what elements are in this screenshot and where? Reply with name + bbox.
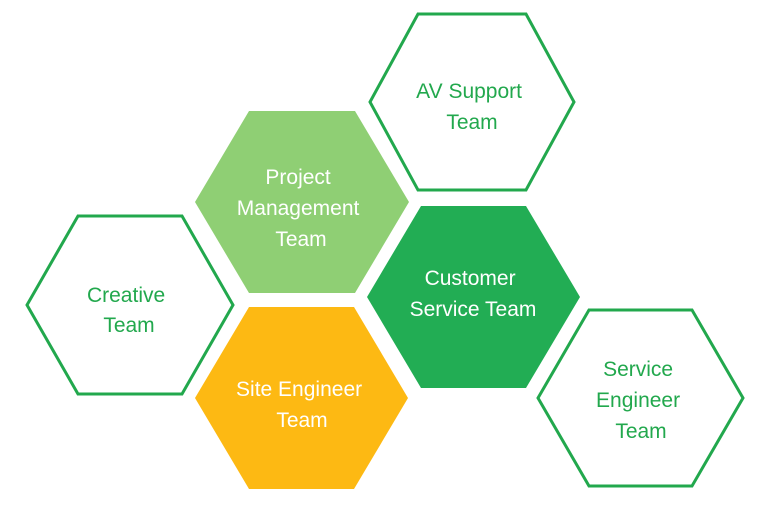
hex-label-creative: Creative Team <box>87 284 171 337</box>
hex-label-project-management: Project Management Team <box>237 166 365 251</box>
hex-shape-site-engineer <box>195 307 408 489</box>
hex-service-engineer: Service Engineer Team <box>536 308 745 488</box>
hex-creative: Creative Team <box>25 214 235 396</box>
hex-shape-project-management <box>195 111 409 293</box>
hex-label-site-engineer: Site Engineer Team <box>236 378 368 432</box>
hex-av-support: AV Support Team <box>368 12 576 192</box>
hex-site-engineer: Site Engineer Team <box>195 307 408 489</box>
hex-shape-customer-service <box>367 206 580 388</box>
hex-customer-service: Customer Service Team <box>367 206 580 388</box>
hex-label-service-engineer: Service Engineer Team <box>596 358 686 443</box>
hex-project-management: Project Management Team <box>195 111 409 293</box>
hex-shape-av-support <box>368 12 576 192</box>
hex-label-av-support: AV Support Team <box>416 80 528 134</box>
hex-label-customer-service: Customer Service Team <box>410 267 537 321</box>
hex-shape-service-engineer <box>536 308 745 488</box>
hex-shape-creative <box>25 214 235 396</box>
